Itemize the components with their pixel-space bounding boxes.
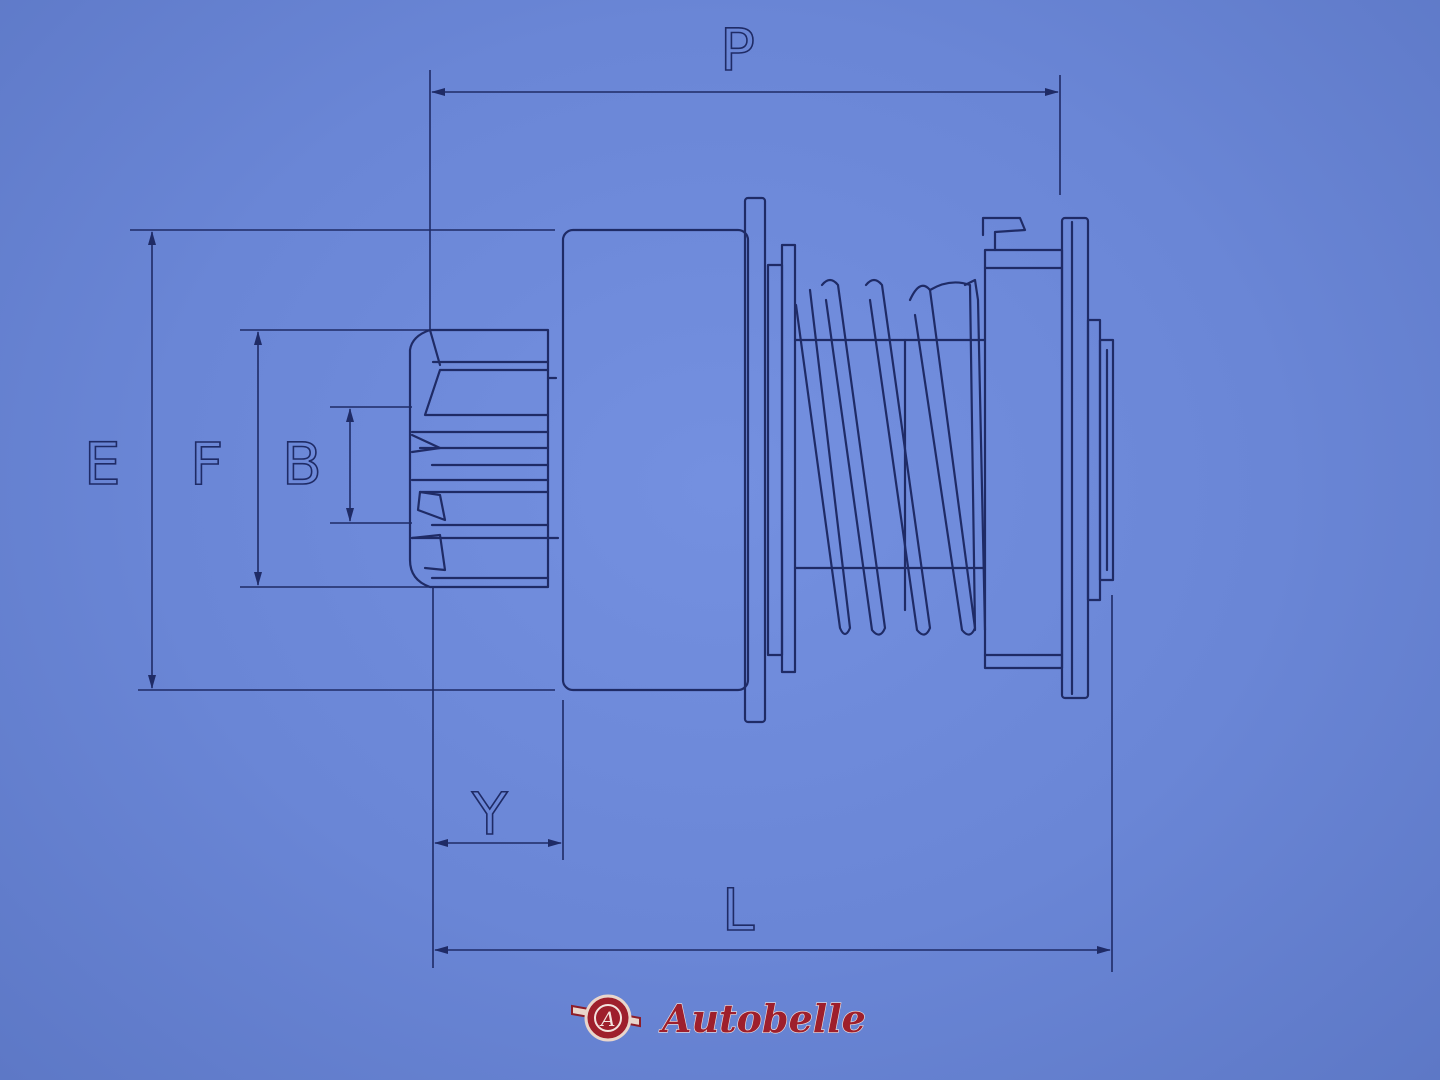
dimension-p: P: [429, 15, 1061, 330]
dimension-l: L: [434, 595, 1113, 972]
spring-sleeve: [793, 278, 987, 636]
label-e: E: [84, 430, 121, 498]
clutch-housing: [561, 196, 797, 724]
label-l: L: [722, 876, 754, 944]
pinion-gear: [408, 328, 560, 589]
dimension-y: Y: [432, 587, 564, 968]
collar-body: [981, 216, 1115, 700]
label-p: P: [720, 16, 755, 84]
autobelle-logo: A Autobelle: [571, 994, 866, 1042]
svg-text:A: A: [599, 1007, 615, 1031]
label-b: B: [282, 430, 322, 498]
brand-name: Autobelle: [659, 996, 866, 1041]
label-y: Y: [471, 780, 508, 848]
dimension-e: E: [83, 229, 555, 691]
label-f: F: [190, 430, 223, 498]
dimension-b: B: [281, 406, 412, 524]
dimension-f: F: [189, 329, 548, 588]
